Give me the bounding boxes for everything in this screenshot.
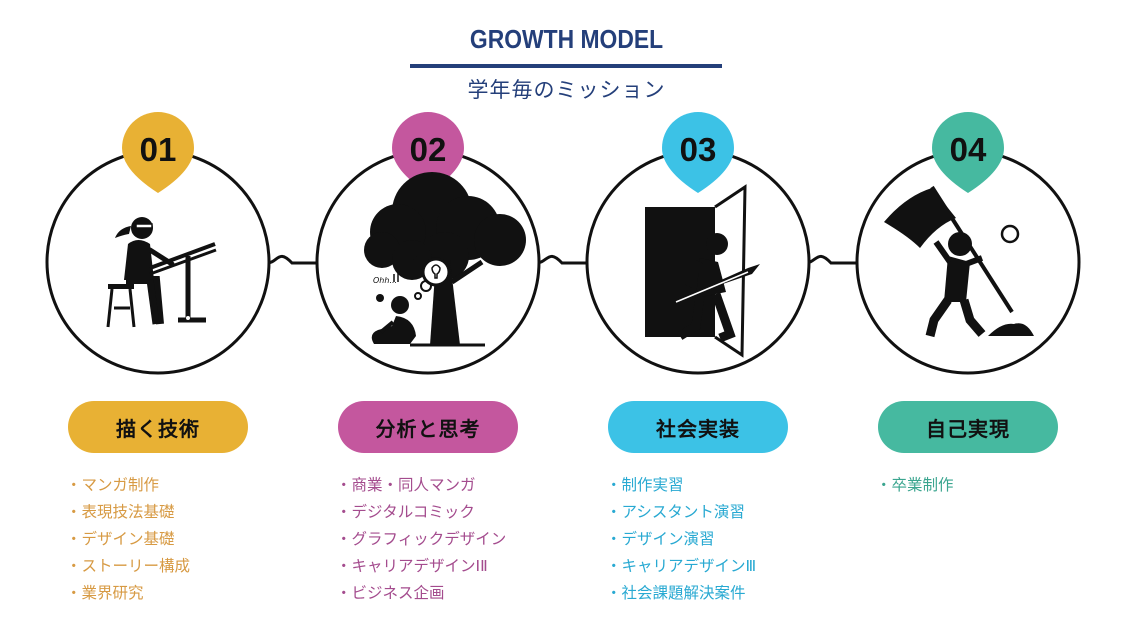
step-4-pill: 自己実現 [878, 401, 1058, 453]
step-3-number: 03 [680, 131, 717, 168]
step-4-mission-list: 卒業制作 [876, 472, 954, 499]
list-item: 表現技法基礎 [66, 499, 190, 526]
list-item: アシスタント演習 [606, 499, 756, 526]
list-item: デザイン演習 [606, 526, 756, 553]
step-2-number: 02 [410, 131, 447, 168]
list-item: 制作実習 [606, 472, 756, 499]
step-4-number: 04 [950, 131, 987, 168]
list-item: ストーリー構成 [66, 553, 190, 580]
step-2-mission-list: 商業・同人マンガ デジタルコミック グラフィックデザイン キャリアデザインⅠⅡ … [336, 472, 506, 607]
step-1-number: 01 [140, 131, 177, 168]
list-item: マンガ制作 [66, 472, 190, 499]
list-item: デジタルコミック [336, 499, 506, 526]
step-3-pill: 社会実装 [608, 401, 788, 453]
list-item: デザイン基礎 [66, 526, 190, 553]
list-item: グラフィックデザイン [336, 526, 506, 553]
list-item: キャリアデザインⅢ [606, 553, 756, 580]
list-item: ビジネス企画 [336, 580, 506, 607]
step-2-pill: 分析と思考 [338, 401, 518, 453]
step-3-mission-list: 制作実習 アシスタント演習 デザイン演習 キャリアデザインⅢ 社会課題解決案件 [606, 472, 756, 607]
list-item: 卒業制作 [876, 472, 954, 499]
list-item: 商業・同人マンガ [336, 472, 506, 499]
list-item: キャリアデザインⅠⅡ [336, 553, 506, 580]
step-1-pill: 描く技術 [68, 401, 248, 453]
step-1-mission-list: マンガ制作 表現技法基礎 デザイン基礎 ストーリー構成 業界研究 [66, 472, 190, 607]
list-item: 社会課題解決案件 [606, 580, 756, 607]
list-item: 業界研究 [66, 580, 190, 607]
